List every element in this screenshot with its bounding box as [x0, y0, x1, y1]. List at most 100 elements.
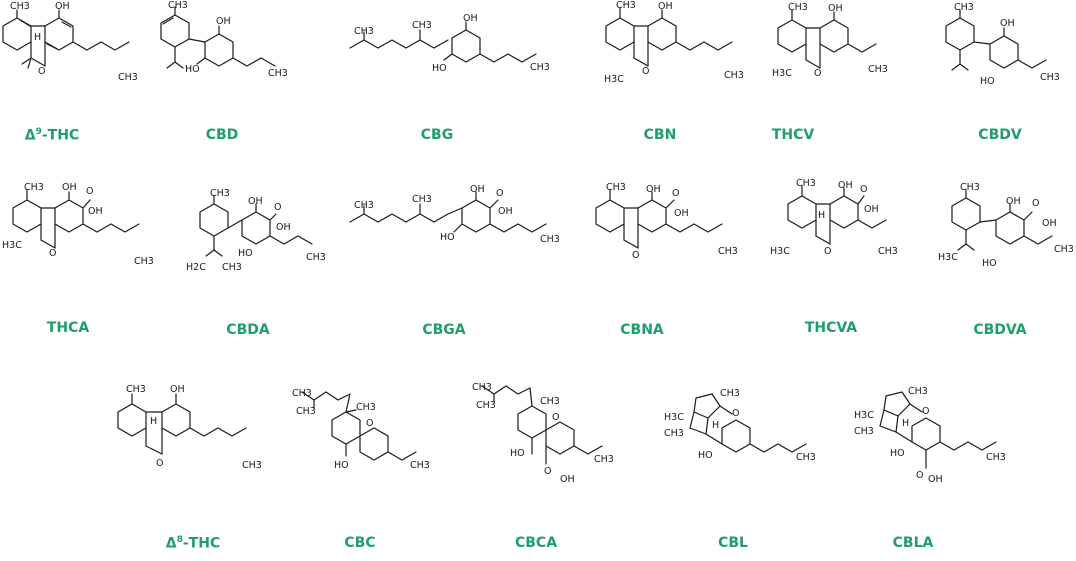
atom-label: OH [658, 1, 673, 12]
atom-label: CH3 [724, 70, 744, 81]
atom-label: H3C [938, 252, 958, 263]
atom-label: CH3 [410, 460, 430, 471]
structure-cbdva: CH3 OH OH O H3C HO CH3 [926, 182, 1076, 282]
atom-label: CH3 [306, 252, 326, 263]
atom-label: O [916, 470, 923, 481]
atom-label: O [156, 458, 163, 469]
structure-thcv: CH3 OH H3C O CH3 [770, 0, 910, 100]
atom-label: OH [463, 13, 478, 24]
atom-label: H [902, 418, 909, 429]
atom-label: CH3 [664, 428, 684, 439]
structure-cbd: CH3 OH HO CH3 [150, 0, 290, 100]
atom-label: CH3 [472, 382, 492, 393]
atom-label: HO [432, 63, 447, 74]
atom-label: O [86, 186, 93, 197]
atom-label: CH3 [296, 406, 316, 417]
atom-label: CH3 [10, 1, 30, 12]
atom-label: CH3 [354, 26, 374, 37]
atom-label: HO [440, 232, 455, 243]
atom-label: CH3 [788, 2, 808, 13]
atom-label: OH [928, 474, 943, 485]
atom-label: H3C [2, 240, 22, 251]
atom-label: H3C [770, 246, 790, 257]
atom-label: OH [864, 204, 879, 215]
atom-label: O [1032, 198, 1039, 209]
compound-name: CBL [718, 535, 748, 551]
atom-label: CH3 [986, 452, 1006, 463]
compound-name: CBG [420, 127, 454, 143]
atom-label: O [642, 66, 649, 77]
atom-label: CH3 [268, 68, 288, 79]
atom-label: OH [88, 206, 103, 217]
atom-label: HO [698, 450, 713, 461]
atom-label: OH [828, 3, 843, 14]
compound-name: CBDVA [973, 322, 1027, 338]
structure-cbca: CH3 CH3 CH3 O HO OH O CH3 [470, 374, 620, 504]
compound-name: CBDA [226, 322, 270, 338]
atom-label: CH3 [606, 182, 626, 193]
atom-label: OH [498, 206, 513, 217]
atom-label: HO [890, 448, 905, 459]
compound-name: CBGA [422, 322, 466, 338]
atom-label: CH3 [210, 188, 230, 199]
atom-label: OH [248, 196, 263, 207]
atom-label: OH [1006, 196, 1021, 207]
atom-label: CH3 [356, 402, 376, 413]
atom-label: HO [334, 460, 349, 471]
compound-name: THCVA [804, 320, 858, 336]
atom-label: CH3 [854, 426, 874, 437]
structure-cbl: CH3 H H3C CH3 O HO CH3 [660, 384, 820, 494]
atom-label: CH3 [796, 178, 816, 189]
compound-name: THCV [771, 127, 815, 143]
atom-label: CH3 [868, 64, 888, 75]
atom-label: CH3 [718, 246, 738, 257]
atom-label: OH [62, 182, 77, 193]
atom-label: OH [170, 384, 185, 395]
atom-label: CH3 [908, 386, 928, 397]
atom-label: H3C [854, 410, 874, 421]
atom-label: CH3 [530, 62, 550, 73]
atom-label: O [814, 68, 821, 79]
atom-label: CH3 [242, 460, 262, 471]
atom-label: O [544, 466, 551, 477]
atom-label: CH3 [134, 256, 154, 267]
atom-label: OH [646, 184, 661, 195]
atom-label: O [824, 246, 831, 257]
atom-label: OH [560, 474, 575, 485]
atom-label: CH3 [1054, 244, 1074, 255]
atom-label: HO [510, 448, 525, 459]
atom-label: CH3 [168, 0, 188, 11]
compound-name: THCA [46, 320, 90, 336]
structure-cbc: CH3 CH3 CH3 O HO CH3 [290, 380, 440, 490]
atom-label: OH [276, 222, 291, 233]
atom-label: CH3 [796, 452, 816, 463]
atom-label: O [632, 250, 639, 261]
atom-label: O [672, 188, 679, 199]
atom-label: O [552, 412, 559, 423]
atom-label: CH3 [960, 182, 980, 193]
atom-label: H2C [186, 262, 206, 273]
atom-label: CH3 [540, 234, 560, 245]
atom-label: H [34, 32, 41, 43]
compound-name: CBC [344, 535, 376, 551]
atom-label: OH [674, 208, 689, 219]
atom-label: CH3 [292, 388, 312, 399]
atom-label: CH3 [594, 454, 614, 465]
atom-label: H3C [604, 74, 624, 85]
atom-label: HO [238, 248, 253, 259]
atom-label: CH3 [954, 2, 974, 13]
compound-name: Δ9-THC [24, 127, 80, 144]
atom-label: CH3 [118, 72, 138, 83]
atom-label: CH3 [720, 388, 740, 399]
structure-cbda: CH3 OH OH O H2C CH3 HO CH3 [180, 188, 340, 280]
structure-delta8-thc: CH3 OH H O CH3 [100, 380, 270, 490]
atom-label: H3C [664, 412, 684, 423]
compound-name: CBN [643, 127, 677, 143]
atom-label: O [860, 184, 867, 195]
atom-label: H [712, 420, 719, 431]
atom-label: OH [55, 1, 70, 12]
structure-cbla: CH3 H H3C CH3 O HO OH O CH3 [846, 382, 1006, 502]
atom-label: CH3 [476, 400, 496, 411]
atom-label: HO [185, 64, 200, 75]
atom-label: OH [216, 16, 231, 27]
